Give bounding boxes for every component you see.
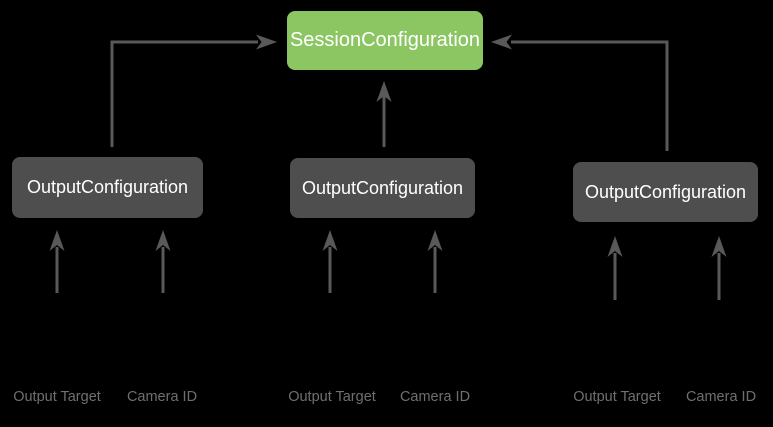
arrowhead-camera-id2 xyxy=(427,230,443,251)
output-configuration-label-2: OutputConfiguration xyxy=(301,177,464,198)
source-label-camera-id-3: Camera ID xyxy=(685,389,757,405)
arrowhead-output-target3 xyxy=(607,236,623,257)
source-label-camera-id-2: Camera ID xyxy=(399,389,471,405)
output-configuration-node-1: OutputConfiguration xyxy=(12,157,203,218)
source-label-output-target-2: Output Target xyxy=(288,389,376,405)
output-configuration-label-1: OutputConfiguration xyxy=(26,177,189,197)
source-label-output-target-3: Output Target xyxy=(573,389,661,405)
arrowhead-camera-id3 xyxy=(711,236,727,257)
arrowhead-output-target1 xyxy=(49,230,65,251)
session-configuration-node: SessionConfiguration xyxy=(287,11,483,70)
arrow-line-output3-to-session xyxy=(511,40,669,151)
arrowhead-output3-to-session xyxy=(491,34,512,50)
arrowhead-camera-id1 xyxy=(155,230,171,251)
session-configuration-label: SessionConfiguration xyxy=(289,29,481,51)
output-configuration-label-3: OutputConfiguration xyxy=(584,181,747,202)
source-label-camera-id-1: Camera ID xyxy=(126,389,198,405)
source-label-output-target-1: Output Target xyxy=(13,389,101,405)
arrowhead-output1-to-session xyxy=(256,34,277,50)
output-configuration-node-2: OutputConfiguration xyxy=(290,158,475,218)
arrowhead-output2-to-session xyxy=(376,81,392,102)
arrow-line-output1-to-session xyxy=(110,40,258,147)
arrowhead-output-target2 xyxy=(322,230,338,251)
output-configuration-node-3: OutputConfiguration xyxy=(573,162,758,222)
